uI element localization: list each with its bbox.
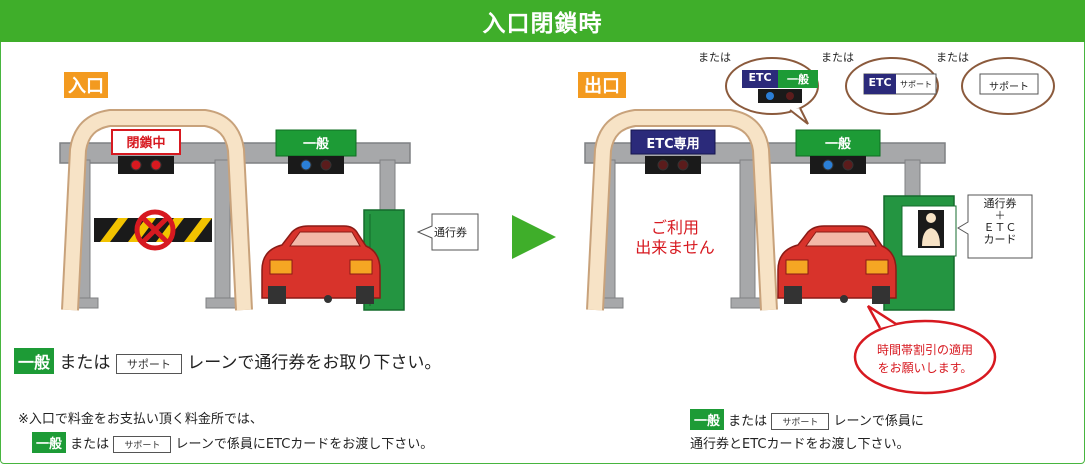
card-label-line4: カード [983, 233, 1017, 246]
unavailable-line1: ご利用 [650, 218, 699, 237]
entrance-pillar [214, 159, 231, 301]
bubble-support-label: サポート [900, 80, 932, 89]
exit-general-sign [795, 129, 881, 157]
card-label-line2: ＋ [994, 209, 1006, 222]
support-lane-badge: サポート [115, 354, 182, 374]
support-lane-badge: サポート [113, 436, 172, 453]
or-text: または [59, 353, 111, 373]
page-title: 入口閉鎖時 [0, 0, 1085, 42]
general-lane-badge: 一般 [32, 432, 67, 453]
bubble-etc2-label: ETC [868, 76, 892, 89]
general-lane-badge: 一般 [14, 348, 55, 374]
or-label-1: または [698, 51, 731, 64]
or-text: または [728, 414, 768, 429]
exit-car-icon [777, 225, 897, 304]
entrance-car-icon [261, 225, 381, 304]
or-label-3: または [936, 51, 969, 64]
discount-bubble [853, 319, 997, 395]
note-line1: ※入口で料金をお支払い頂く料金所では、 [18, 412, 263, 427]
entrance-pillar-base [205, 297, 239, 309]
entrance-tag: 入口 [64, 72, 108, 98]
discount-line2: をお願いします。 [877, 361, 973, 375]
exit-tag: 出口 [578, 72, 626, 98]
bubble-support-only-label: サポート [989, 82, 1029, 93]
discount-line1: 時間帯割引の適用 [876, 343, 973, 357]
instruction-rest: レーンで通行券をお取り下さい。 [187, 353, 442, 373]
etc-only-sign [630, 129, 716, 155]
card-label: 通行券 ＋ ＥＴＣ カード [968, 198, 1032, 246]
closed-sign [111, 129, 181, 155]
exit-instruction: 一般 または サポート レーンで係員に [690, 409, 924, 430]
or-label-2: または [821, 51, 854, 64]
support-lane-badge: サポート [771, 413, 830, 430]
prohibited-icon [134, 209, 176, 251]
ticket-label: 通行券 [434, 226, 467, 239]
transition-arrow-icon [512, 215, 556, 259]
entrance-scene [59, 109, 479, 311]
exit-instruction-rest2: 通行券とETCカードをお渡し下さい。 [690, 437, 910, 452]
bubble-etc-label: ETC [748, 71, 772, 84]
card-label-line3: ＥＴＣ [983, 221, 1017, 234]
etc-only-sign-label: ETC専用 [646, 137, 700, 152]
card-label-line1: 通行券 [983, 197, 1017, 210]
card-callout [957, 194, 1033, 259]
exit-instruction-rest1: レーンで係員に [833, 414, 924, 429]
note-line2: 一般 または サポート レーンで係員にETCカードをお渡し下さい。 [32, 432, 433, 453]
or-text: または [70, 437, 110, 452]
note-rest: レーンで係員にETCカードをお渡し下さい。 [175, 437, 434, 452]
entrance-general-signal-lamp [288, 156, 344, 174]
bubble-general-label: 一般 [787, 73, 809, 86]
closed-sign-label: 閉鎖中 [126, 136, 166, 151]
closed-signal-lamp [118, 156, 174, 174]
entrance-general-sign-label: 一般 [302, 137, 329, 152]
entrance-instruction: 一般 または サポート レーンで通行券をお取り下さい。 [14, 348, 441, 374]
exit-general-sign-label: 一般 [824, 137, 851, 152]
ticket-callout [416, 213, 479, 251]
unavailable-line2: 出来ません [635, 238, 715, 257]
exit-scene [584, 57, 1055, 395]
general-lane-badge: 一般 [690, 409, 725, 430]
